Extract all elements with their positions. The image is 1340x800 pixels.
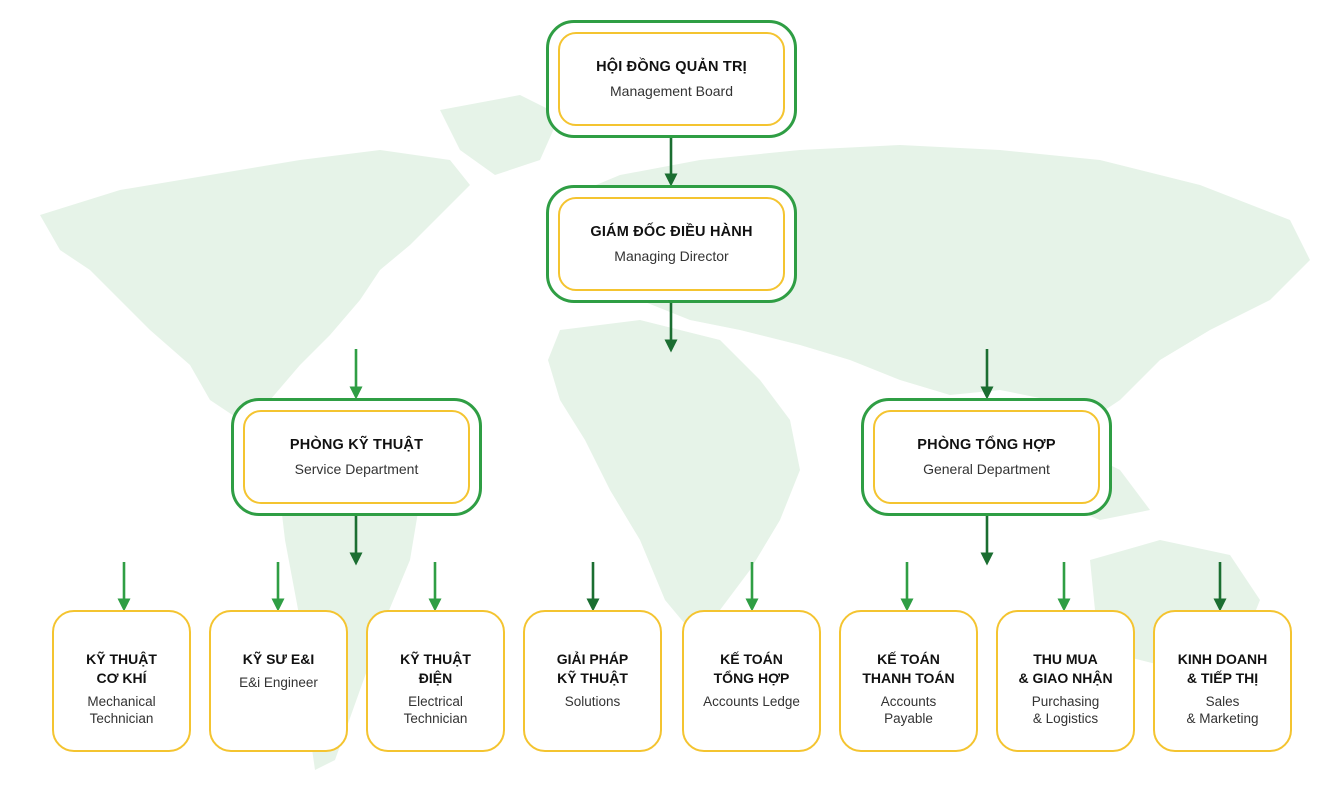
- node-managing-director-subtitle: Managing Director: [614, 248, 729, 264]
- leaf-title: GIẢI PHÁP KỸ THUẬT: [556, 651, 629, 686]
- leaf-solutions: GIẢI PHÁP KỸ THUẬT Solutions: [523, 610, 662, 752]
- node-general-department-subtitle: General Department: [923, 461, 1050, 477]
- leaf-subtitle: Electrical Technician: [403, 694, 468, 726]
- leaf-accounts-payable: KẾ TOÁN THANH TOÁN Accounts Payable: [839, 610, 978, 752]
- node-general-department: PHÒNG TỔNG HỢP General Department: [861, 398, 1112, 516]
- node-management-board-inner: HỘI ĐỒNG QUẢN TRỊ Management Board: [558, 32, 785, 126]
- node-managing-director-inner: GIÁM ĐỐC ĐIỀU HÀNH Managing Director: [558, 197, 785, 291]
- leaf-subtitle: Mechanical Technician: [87, 694, 156, 726]
- leaf-subtitle: Solutions: [564, 694, 621, 709]
- node-service-department-subtitle: Service Department: [294, 461, 419, 477]
- node-general-department-inner: PHÒNG TỔNG HỢP General Department: [873, 410, 1100, 504]
- node-management-board: HỘI ĐỒNG QUẢN TRỊ Management Board: [546, 20, 797, 138]
- leaf-electrical-technician: KỸ THUẬT ĐIỆN Electrical Technician: [366, 610, 505, 752]
- greenland-shape: [440, 95, 560, 175]
- leaf-ei-engineer: KỸ SƯ E&I E&i Engineer: [209, 610, 348, 752]
- leaf-title: KINH DOANH & TIẾP THỊ: [1177, 651, 1268, 686]
- leaf-title: KỸ THUẬT CƠ KHÍ: [86, 651, 157, 686]
- leaf-purchasing-logistics: THU MUA & GIAO NHẬN Purchasing & Logisti…: [996, 610, 1135, 752]
- node-service-department-inner: PHÒNG KỸ THUẬT Service Department: [243, 410, 470, 504]
- leaf-title: KỸ SƯ E&I: [242, 651, 315, 667]
- leaf-title: KẾ TOÁN THANH TOÁN: [862, 651, 955, 686]
- node-managing-director-title: GIÁM ĐỐC ĐIỀU HÀNH: [590, 224, 753, 240]
- node-general-department-title: PHÒNG TỔNG HỢP: [917, 437, 1056, 453]
- africa-shape: [548, 320, 800, 630]
- leaf-title: THU MUA & GIAO NHẬN: [1018, 651, 1113, 686]
- leaf-subtitle: Sales & Marketing: [1186, 694, 1259, 726]
- leaf-title: KẾ TOÁN TỔNG HỢP: [713, 651, 790, 686]
- node-management-board-subtitle: Management Board: [610, 83, 733, 99]
- leaf-sales-marketing: KINH DOANH & TIẾP THỊ Sales & Marketing: [1153, 610, 1292, 752]
- node-service-department: PHÒNG KỸ THUẬT Service Department: [231, 398, 482, 516]
- leaf-subtitle: Purchasing & Logistics: [1031, 694, 1100, 726]
- leaf-subtitle: Accounts Payable: [880, 694, 937, 726]
- leaf-title: KỸ THUẬT ĐIỆN: [400, 651, 471, 686]
- leaf-subtitle: E&i Engineer: [239, 675, 318, 690]
- node-managing-director: GIÁM ĐỐC ĐIỀU HÀNH Managing Director: [546, 185, 797, 303]
- leaf-subtitle: Accounts Ledge: [703, 694, 800, 709]
- node-service-department-title: PHÒNG KỸ THUẬT: [289, 437, 424, 453]
- north-america-shape: [40, 150, 470, 420]
- leaf-mechanical-technician: KỸ THUẬT CƠ KHÍ Mechanical Technician: [52, 610, 191, 752]
- node-management-board-title: HỘI ĐỒNG QUẢN TRỊ: [596, 59, 747, 75]
- leaf-accounts-ledge: KẾ TOÁN TỔNG HỢP Accounts Ledge: [682, 610, 821, 752]
